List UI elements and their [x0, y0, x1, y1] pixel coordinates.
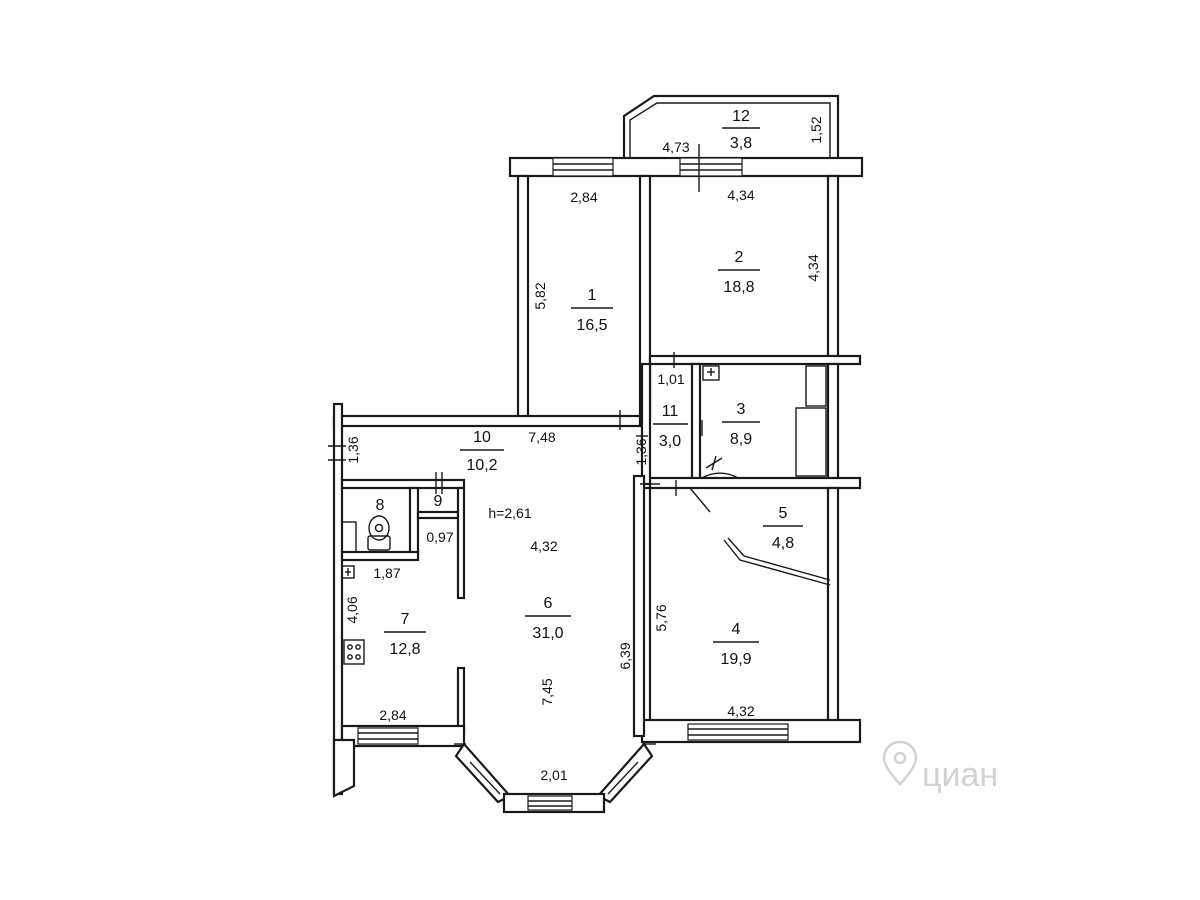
room-1-number: 1 — [588, 287, 597, 304]
room-2 — [648, 174, 862, 366]
toilet-icon — [367, 535, 391, 551]
room-10-hall — [328, 402, 642, 796]
room-9 — [416, 486, 466, 600]
window-kitchen — [357, 727, 419, 745]
dim-room11-length: 1,36 — [633, 438, 649, 465]
dim-room6-bay-length: 7,45 — [539, 678, 555, 705]
stove-icon — [343, 639, 365, 665]
room-6-number: 6 — [544, 595, 553, 612]
dim-room2-width: 4,34 — [727, 187, 754, 203]
room-5-closet — [689, 487, 831, 586]
watermark-text: циан — [922, 756, 998, 794]
room-12-number: 12 — [732, 108, 750, 125]
room-3-area: 8,9 — [730, 431, 752, 448]
room-2-area: 18,8 — [723, 279, 754, 296]
kitchen-balcony-ledge — [332, 738, 356, 798]
dim-bay-window-width: 2,01 — [540, 767, 567, 783]
location-pin-icon — [882, 740, 918, 786]
dim-room4-width: 4,32 — [727, 703, 754, 719]
dim-kitchen-width: 2,84 — [379, 707, 406, 723]
ceiling-height: h=2,61 — [488, 505, 531, 521]
window-bay-right — [607, 761, 639, 795]
dim-kitchen-length: 4,06 — [344, 596, 360, 623]
dim-room1-width: 2,84 — [570, 189, 597, 205]
room-7-number: 7 — [401, 611, 410, 628]
dim-room1-length: 5,82 — [532, 282, 548, 309]
dim-hall-length: 7,48 — [528, 429, 555, 445]
room-labels: 12 3,8 1 16,5 2 18,8 11 3,0 3 8,9 10 10,… — [376, 108, 803, 668]
room-2-number: 2 — [735, 249, 744, 266]
dimension-labels: 4,73 1,52 2,84 5,82 4,34 4,34 1,01 1,36 … — [344, 116, 824, 783]
dim-hall-width: 1,36 — [345, 436, 361, 463]
window-room4 — [687, 723, 789, 741]
dim-balcony-depth: 1,52 — [808, 116, 824, 143]
dim-room4-length: 5,76 — [653, 604, 669, 631]
room-7-kitchen — [332, 565, 466, 798]
dim-room9-width: 0,97 — [426, 529, 453, 545]
room-8-toilet — [340, 472, 466, 562]
dim-room6-length: 6,39 — [617, 642, 633, 669]
dim-room6-width: 4,32 — [530, 538, 557, 554]
room-11-number: 11 — [662, 403, 679, 420]
dim-room11-width: 1,01 — [657, 371, 684, 387]
bathtub-icon — [795, 407, 827, 477]
kitchen-sink-icon — [341, 565, 355, 579]
watermark: циан — [882, 740, 998, 794]
room-3-bathroom — [648, 362, 862, 490]
room-5-area: 4,8 — [772, 535, 794, 552]
room-4-area: 19,9 — [720, 651, 751, 668]
dim-balcony-width: 4,73 — [662, 139, 689, 155]
room-4-number: 4 — [732, 621, 741, 638]
dim-room8-width: 1,87 — [373, 565, 400, 581]
room-6-living — [454, 474, 660, 814]
door-swing-room3 — [699, 472, 741, 479]
sink-icon — [702, 365, 720, 381]
room-5-number: 5 — [779, 505, 788, 522]
room-11-area: 3,0 — [659, 433, 681, 450]
room-9-number: 9 — [434, 493, 443, 510]
window-bay-center — [527, 795, 573, 811]
room-7-area: 12,8 — [389, 641, 420, 658]
window-room1 — [552, 157, 614, 177]
room-6-area: 31,0 — [532, 625, 563, 642]
window-bay-left — [469, 761, 501, 795]
top-wall — [508, 144, 864, 192]
room-3-number: 3 — [737, 401, 746, 418]
room-10-area: 10,2 — [466, 457, 497, 474]
room-12-area: 3,8 — [730, 135, 752, 152]
room-8-number: 8 — [376, 497, 385, 514]
room-10-number: 10 — [473, 429, 491, 446]
room-1-area: 16,5 — [576, 317, 607, 334]
window-room2 — [679, 157, 743, 177]
dim-room2-length: 4,34 — [805, 254, 821, 281]
room-4 — [640, 480, 862, 744]
